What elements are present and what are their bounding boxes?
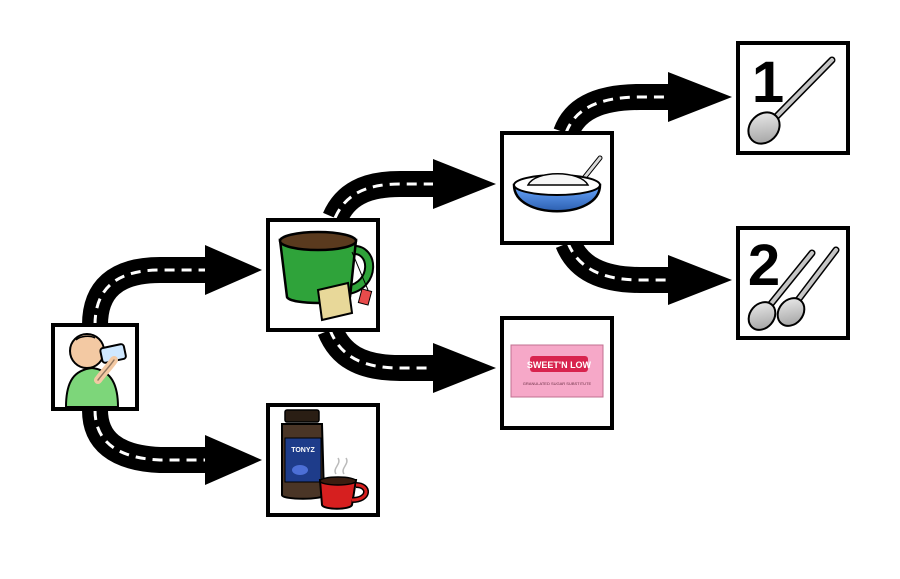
arrow-drink-to-tea: [82, 245, 262, 326]
sweetener-brand: SWEET'N LOW: [527, 360, 592, 370]
sweetener-packet-icon: SWEET'N LOW GRANULATED SUGAR SUBSTITUTE: [510, 344, 604, 398]
node-tea: [266, 218, 380, 332]
arrow-drink-to-coffee: [82, 409, 262, 485]
node-coffee: TONYZ: [266, 403, 380, 517]
sweetener-tagline: GRANULATED SUGAR SUBSTITUTE: [523, 381, 592, 386]
coffee-cup-icon: [318, 457, 369, 510]
instant-coffee-jar-icon: TONYZ: [281, 409, 326, 500]
node-sugar: [500, 131, 614, 245]
two-spoons-icon: [747, 246, 840, 331]
arrow-tea-to-sweetener: [317, 324, 496, 393]
spoon-count-2: 2: [748, 233, 780, 298]
node-sweetener: SWEET'N LOW GRANULATED SUGAR SUBSTITUTE: [500, 316, 614, 430]
arrow-tea-to-sugar: [323, 159, 496, 224]
arrow-sugar-to-two-spoons: [555, 237, 732, 305]
jar-label: TONYZ: [291, 447, 315, 454]
person-drinking-icon: [64, 333, 127, 408]
node-one-spoon: 1: [736, 41, 850, 155]
node-two-spoons: 2: [736, 226, 850, 340]
tea-cup-icon: [278, 230, 375, 322]
spoon-count-1: 1: [752, 50, 784, 115]
arrow-sugar-to-one-spoon: [553, 72, 732, 139]
sugar-bowl-icon: [512, 155, 603, 213]
one-spoon-icon: [747, 56, 836, 145]
node-drink: [51, 323, 139, 411]
